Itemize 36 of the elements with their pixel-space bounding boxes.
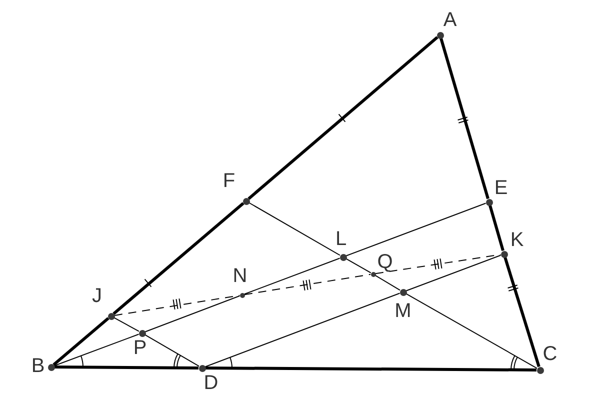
line-segment — [346, 258, 372, 274]
point-label: Q — [377, 252, 393, 272]
line-segment — [54, 366, 198, 370]
line-segment — [248, 36, 438, 200]
point-label: C — [542, 344, 558, 364]
line-segment — [488, 204, 504, 252]
line-segment — [206, 366, 536, 372]
point-label: L — [335, 229, 347, 249]
line-segment — [144, 295, 240, 332]
line-segment — [440, 38, 490, 200]
line-segment — [112, 202, 244, 315]
point-label: A — [443, 10, 457, 30]
line-segment — [406, 293, 538, 369]
point-label: K — [510, 230, 524, 250]
line-segment — [244, 258, 340, 295]
point-label: F — [222, 171, 236, 191]
line-segment — [204, 292, 400, 368]
line-segment — [406, 254, 502, 292]
point-label: P — [133, 338, 147, 358]
dashed-segment — [244, 274, 372, 296]
line-segment — [114, 317, 140, 332]
point-label: B — [31, 356, 45, 376]
point-label: M — [394, 301, 412, 321]
line-segment — [374, 274, 400, 291]
point-label: J — [92, 286, 102, 306]
line-segment — [504, 256, 540, 368]
point-label: E — [494, 178, 508, 198]
dashed-segment — [114, 294, 240, 316]
point-label: N — [232, 266, 248, 286]
line-segment — [52, 317, 110, 366]
line-segment — [248, 202, 340, 256]
line-segment — [54, 334, 140, 366]
line-segment — [144, 334, 200, 367]
point-label: D — [204, 373, 218, 393]
dashed-segment — [374, 254, 502, 274]
line-segment — [346, 202, 486, 256]
